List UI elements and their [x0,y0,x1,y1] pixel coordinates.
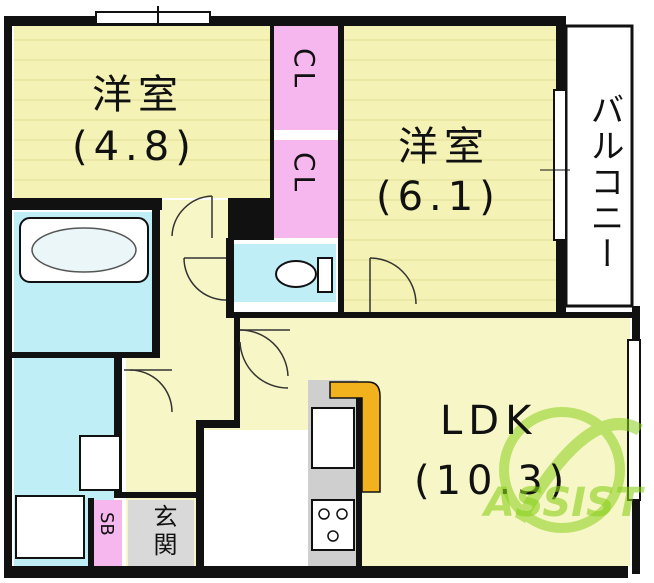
bedroom-a-size: (4.8) [72,124,197,170]
washbasin [79,435,121,491]
bedroom-a-floor [14,26,270,198]
counter-stair [329,381,381,493]
bedroom-b-name: 洋室 [398,124,490,170]
washer [15,495,85,559]
bedroom-a-name: 洋室 [92,72,184,118]
kitchen-sink [311,407,355,469]
closet-b-floor [272,140,338,238]
window-balcony [553,89,567,241]
closet-a-label: CL [288,48,321,92]
ldk-size: (10.3) [414,458,571,504]
bedroom-b-floor [342,26,556,316]
entrance-label: 玄関 [149,504,177,560]
assist-logo [499,407,644,533]
watermark-text: ASSIST [484,480,643,526]
entrance-floor [128,500,194,566]
door-swings [124,195,417,413]
shoe-box-floor [94,500,122,566]
balcony-floor [564,24,634,308]
bedroom-texture [14,39,556,301]
bedroom-b-size: (6.1) [376,174,501,220]
closet-a-floor [272,26,338,130]
toilet-tank [317,257,333,293]
closet-b-label: CL [288,152,321,196]
window-top [95,11,211,25]
shoe-box-label: SB [96,512,117,536]
balcony-label: バルコニー [584,92,624,272]
toilet-bowl [275,260,317,288]
stove [311,499,355,551]
ldk-name: LDK [440,398,538,444]
